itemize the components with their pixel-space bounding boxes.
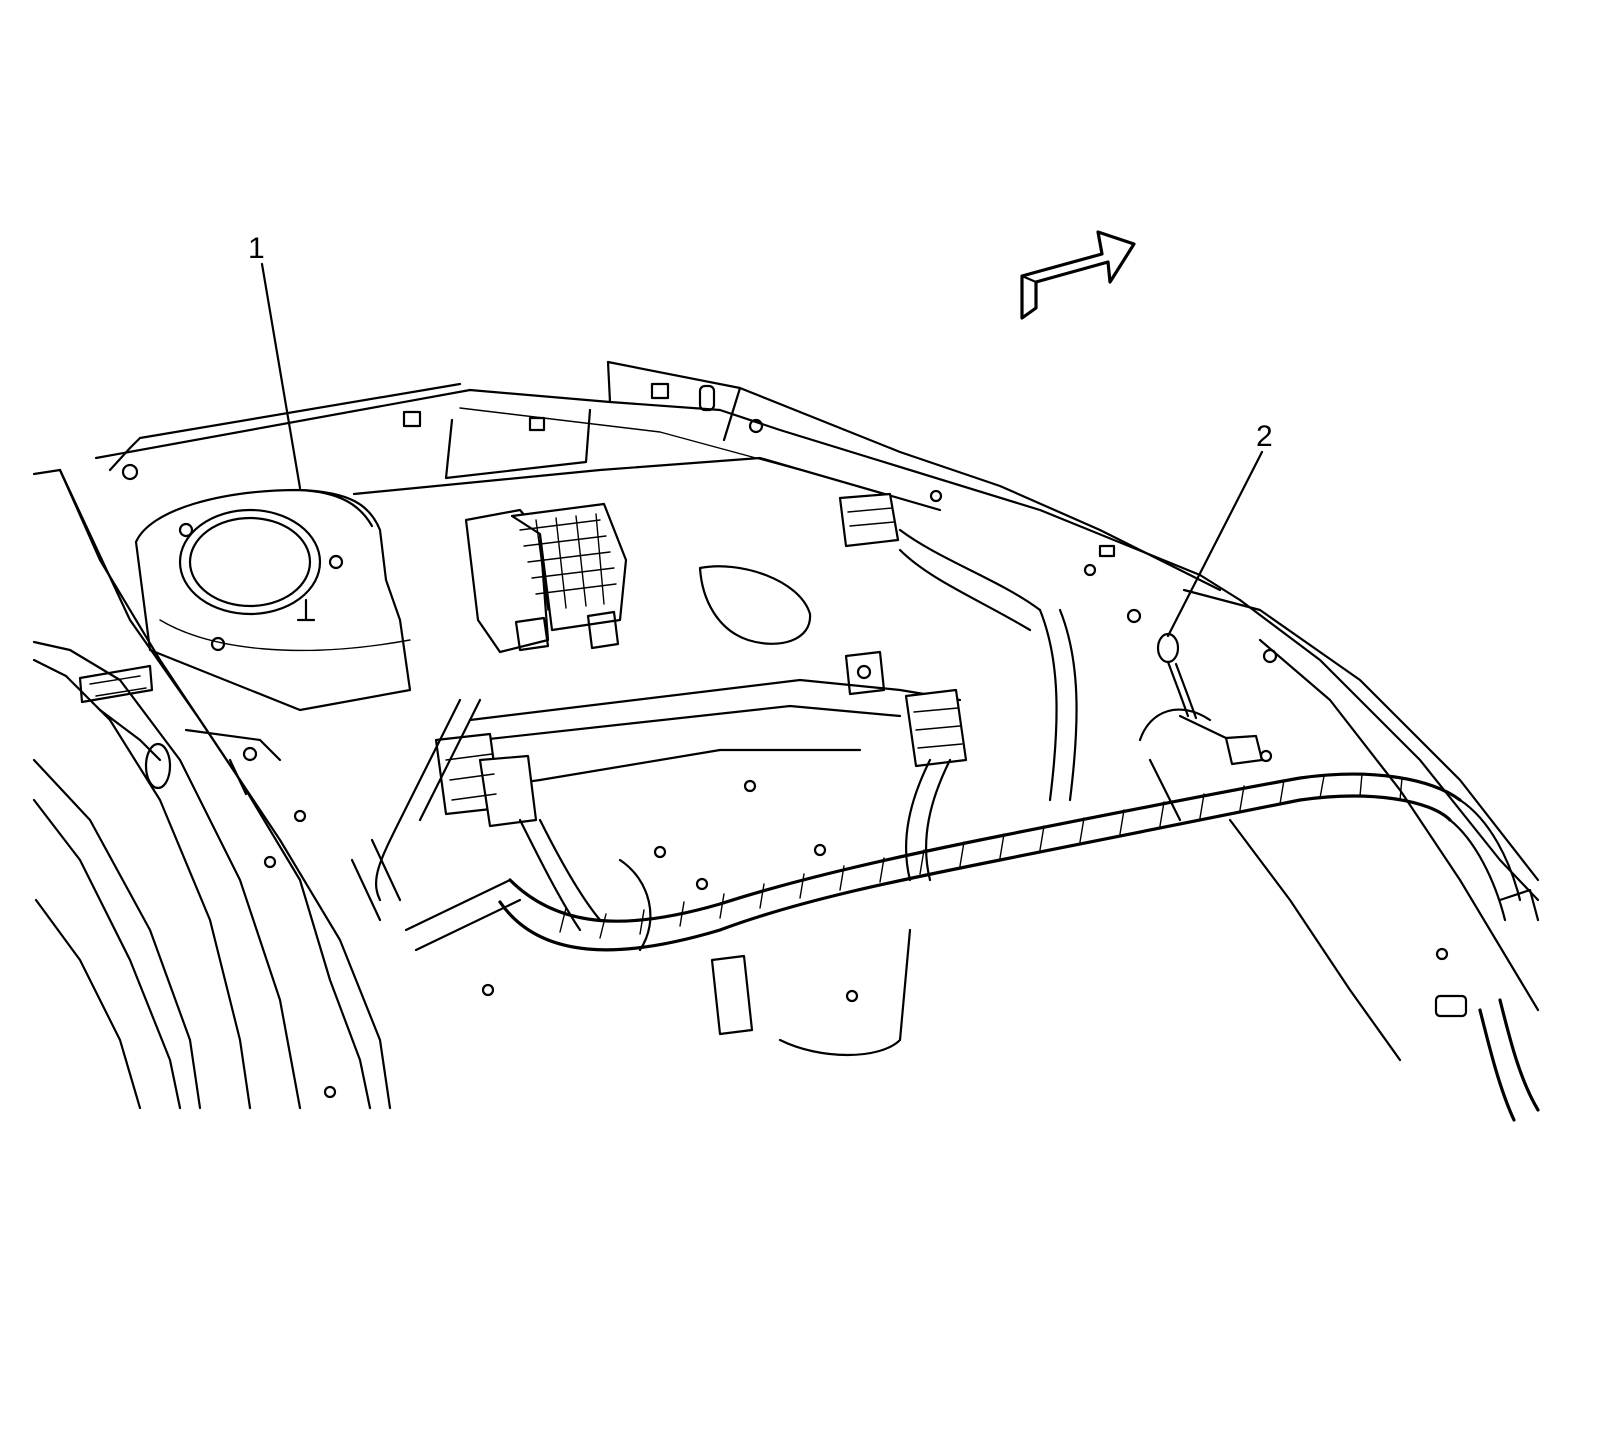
- callout-2-label: 2: [1256, 420, 1273, 453]
- forward-direction-arrow-icon: [1020, 230, 1136, 320]
- callout-2-leader: [1166, 450, 1264, 638]
- lower-structure: [350, 838, 912, 1057]
- right-fender-rail: [1182, 588, 1540, 1062]
- callout-1-label: 1: [248, 232, 265, 265]
- left-fender-apron: [32, 468, 392, 1110]
- callout-leader-lines: [260, 262, 1264, 638]
- main-wiring-harness: [375, 528, 1540, 1122]
- electrical-center-module: [464, 502, 628, 654]
- ground-terminal: [1126, 608, 1228, 740]
- strut-tower: [134, 488, 412, 712]
- upper-body-frame: [94, 360, 1242, 602]
- callout-1-leader: [260, 262, 302, 490]
